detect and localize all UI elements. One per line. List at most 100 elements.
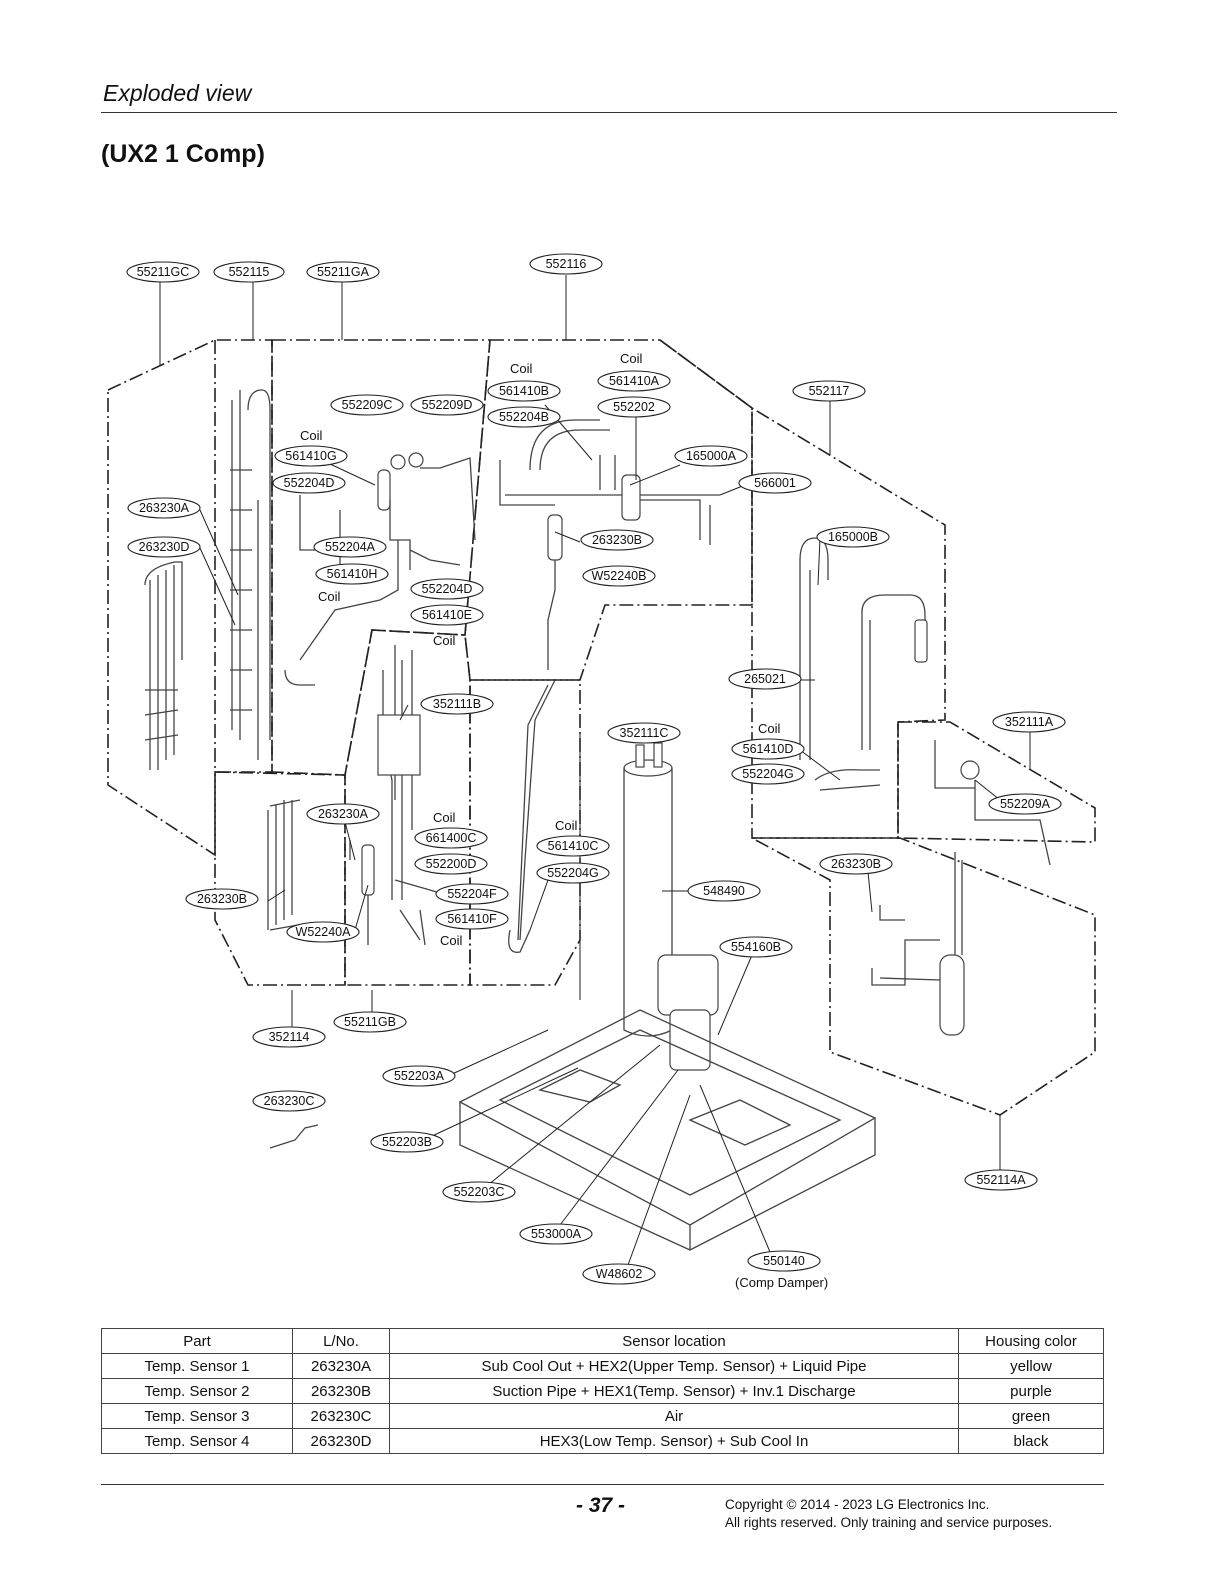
svg-text:561410G: 561410G: [285, 449, 336, 463]
svg-text:552203C: 552203C: [454, 1185, 505, 1199]
part-callout: 561410B: [487, 380, 561, 402]
part-callout: 263230A: [306, 803, 380, 825]
part-callout: W52240A: [286, 921, 360, 943]
coil-note: Coil: [620, 351, 643, 366]
part-callout: 352111A: [992, 711, 1066, 733]
coil-note: Coil: [300, 428, 323, 443]
table-cell: green: [958, 1403, 1104, 1429]
svg-text:263230A: 263230A: [139, 501, 190, 515]
svg-text:552202: 552202: [613, 400, 655, 414]
coil-note: Coil: [440, 933, 463, 948]
part-callout: 552209A: [988, 793, 1062, 815]
svg-text:352111A: 352111A: [1005, 715, 1054, 729]
table-header: L/No.: [292, 1328, 390, 1354]
svg-text:552204D: 552204D: [422, 582, 473, 596]
coil-note: Coil: [510, 361, 533, 376]
lower-left-pipes: [267, 645, 463, 946]
copyright: Copyright © 2014 - 2023 LG Electronics I…: [725, 1496, 1052, 1532]
part-callout: 165000A: [674, 445, 748, 467]
svg-text:552114A: 552114A: [976, 1173, 1026, 1187]
table-row: Temp. Sensor 1 263230A Sub Cool Out + HE…: [101, 1353, 1104, 1379]
part-callout: 552204A: [313, 536, 387, 558]
part-callout: 263230B: [819, 853, 893, 875]
svg-text:552204G: 552204G: [742, 767, 793, 781]
svg-text:552204B: 552204B: [499, 410, 549, 424]
svg-text:55211GA: 55211GA: [317, 265, 370, 279]
svg-text:661400C: 661400C: [426, 831, 477, 845]
part-callout: 552117: [792, 380, 866, 402]
svg-text:263230B: 263230B: [592, 533, 642, 547]
air-sensor-wire: [269, 1124, 319, 1149]
part-callout: 352111C: [607, 722, 681, 744]
table-cell: Suction Pipe + HEX1(Temp. Sensor) + Inv.…: [389, 1378, 959, 1404]
boundary-sensor-group: [897, 721, 1096, 843]
svg-text:550140: 550140: [763, 1254, 805, 1268]
table-cell: Temp. Sensor 4: [101, 1428, 293, 1454]
right-sensor-pipes: [934, 740, 1051, 866]
svg-text:552204A: 552204A: [325, 540, 376, 554]
part-callout: 552204B: [487, 406, 561, 428]
part-callout: 552204F: [435, 883, 509, 905]
svg-text:566001: 566001: [754, 476, 796, 490]
svg-text:352111C: 352111C: [620, 726, 669, 740]
boundary-accumulator-group: [751, 837, 1096, 1116]
part-callout: 661400C: [414, 827, 488, 849]
part-callout: 566001: [738, 472, 812, 494]
table-cell: 263230B: [292, 1378, 390, 1404]
table-cell: Air: [389, 1403, 959, 1429]
part-callout: 552116: [529, 253, 603, 275]
table-cell: black: [958, 1428, 1104, 1454]
boundary-left-hex: [107, 339, 273, 857]
part-callout: 561410C: [536, 835, 610, 857]
svg-text:352111B: 352111B: [433, 697, 481, 711]
svg-text:561410B: 561410B: [499, 384, 549, 398]
svg-text:55211GC: 55211GC: [137, 265, 190, 279]
part-callout: 552114A: [964, 1169, 1038, 1191]
part-callout: 352114: [252, 1026, 326, 1048]
table-row: Temp. Sensor 2 263230B Suction Pipe + HE…: [101, 1378, 1104, 1404]
svg-text:165000B: 165000B: [828, 530, 878, 544]
part-callout: 561410F: [435, 908, 509, 930]
copyright-line: Copyright © 2014 - 2023 LG Electronics I…: [725, 1497, 990, 1512]
part-callout: 552200D: [414, 853, 488, 875]
part-callout: 552115: [213, 261, 285, 283]
part-callout: 550140: [747, 1250, 821, 1272]
table-header-row: Part L/No. Sensor location Housing color: [101, 1328, 1104, 1354]
svg-text:548490: 548490: [703, 884, 745, 898]
compressor: [623, 742, 719, 1071]
table-cell: 263230D: [292, 1428, 390, 1454]
part-callout: 561410D: [731, 738, 805, 760]
sensor-table: Part L/No. Sensor location Housing color…: [101, 1328, 1104, 1454]
part-callout: 265021: [728, 668, 802, 690]
svg-text:552200D: 552200D: [426, 857, 477, 871]
coil-notes: Coil Coil Coil Coil Coil Coil Coil Coil …: [300, 351, 828, 1290]
svg-text:W48602: W48602: [596, 1267, 643, 1281]
part-callout: 552204G: [536, 862, 610, 884]
table-row: Temp. Sensor 3 263230C Air green: [101, 1403, 1104, 1429]
svg-text:561410H: 561410H: [327, 567, 378, 581]
part-callout: 263230D: [127, 536, 201, 558]
part-callout: 552204D: [272, 472, 346, 494]
svg-text:55211GB: 55211GB: [344, 1015, 396, 1029]
boundary-right-upper: [659, 339, 946, 839]
table-header: Part: [101, 1328, 293, 1354]
svg-text:553000A: 553000A: [531, 1227, 582, 1241]
svg-text:552209D: 552209D: [422, 398, 473, 412]
svg-text:552204D: 552204D: [284, 476, 335, 490]
part-callout: 552209C: [330, 394, 404, 416]
svg-text:W52240B: W52240B: [592, 569, 647, 583]
svg-text:561410C: 561410C: [548, 839, 599, 853]
coil-group: [499, 419, 720, 670]
part-callout: 165000B: [816, 526, 890, 548]
part-callout: 552204D: [410, 578, 484, 600]
comp-damper-note: (Comp Damper): [735, 1275, 828, 1290]
part-callout: 552203A: [382, 1065, 456, 1087]
hex-pipes-left: [144, 389, 271, 770]
footer-rule: [101, 1484, 1104, 1485]
model-title: (UX2 1 Comp): [101, 140, 265, 168]
part-callout: 263230B: [580, 529, 654, 551]
section-title: Exploded view: [103, 80, 252, 106]
table-cell: Temp. Sensor 3: [101, 1403, 293, 1429]
part-callout: 552209D: [410, 394, 484, 416]
svg-text:552203B: 552203B: [382, 1135, 432, 1149]
